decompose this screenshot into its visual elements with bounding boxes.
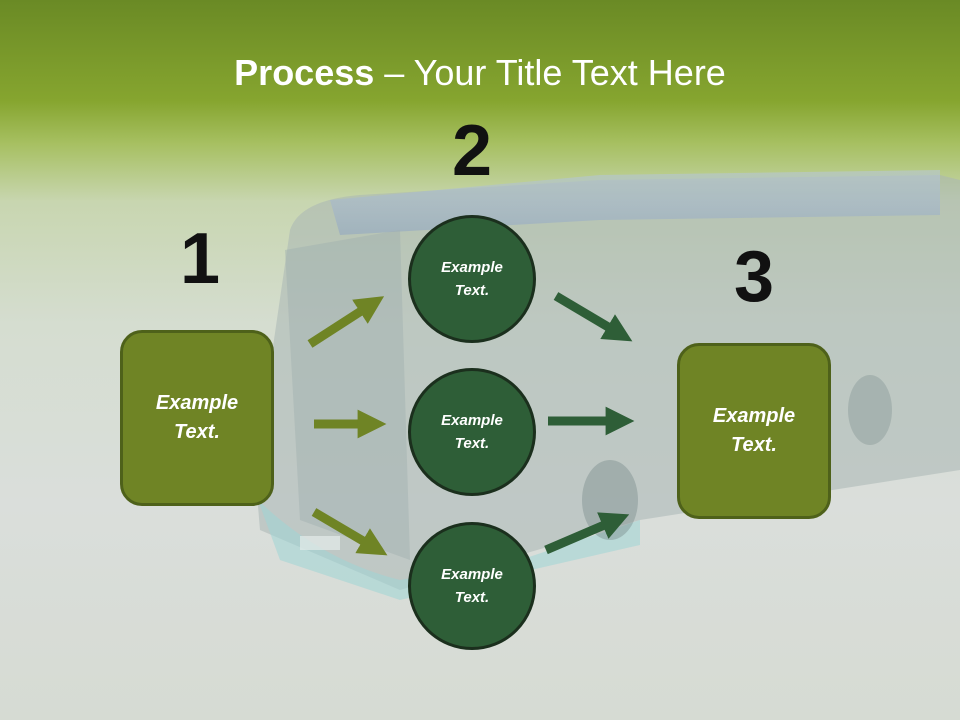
circle-bottom-line2: Text. [454, 589, 490, 606]
arrow-top-to-3 [553, 292, 633, 342]
circle-top-line2: Text. [454, 282, 490, 299]
arrow-1-to-bottom [311, 508, 388, 556]
step-number-3: 3 [733, 237, 775, 317]
circle-middle-line1: Example [441, 412, 503, 429]
circle-top-line1: Example [441, 259, 503, 276]
circle-middle-line2: Text. [454, 435, 490, 452]
step-1-text-line2: Text. [174, 421, 220, 443]
step-3-text-line1: Example [712, 405, 796, 427]
step-1-text-line1: Example [155, 392, 239, 414]
title-rest: – Your Title Text Here [374, 52, 726, 93]
step-3-text-line2: Text. [731, 434, 777, 456]
step-number-2: 2 [451, 111, 493, 191]
title-bold: Process [234, 52, 375, 93]
arrow-1-to-top [307, 296, 385, 348]
slide-title: Process – Your Title Text Here [0, 52, 960, 94]
step-number-1: 1 [179, 219, 221, 299]
circle-bottom-line1: Example [441, 566, 503, 583]
arrow-bottom-to-3 [544, 512, 630, 555]
